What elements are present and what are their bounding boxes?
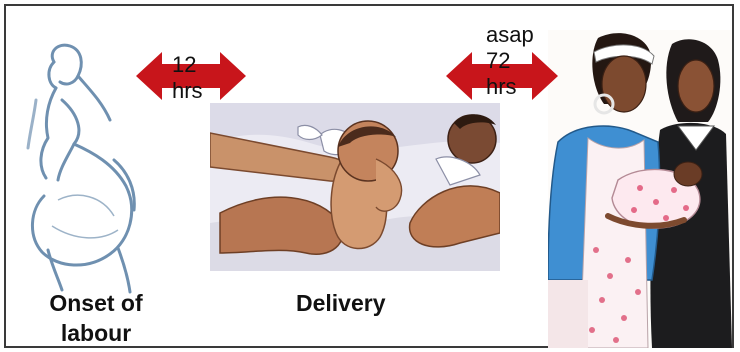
onset-of-labour-label: Onset of labour (36, 288, 156, 348)
delivery-illustration (210, 103, 500, 271)
first-interval-value: 12 (172, 52, 203, 78)
first-interval-unit: hrs (172, 78, 203, 104)
first-interval-label: 12 hrs (172, 52, 203, 104)
mothers-with-baby-illustration (548, 30, 732, 348)
delivery-label: Delivery (296, 288, 386, 318)
second-interval-unit: hrs (486, 74, 534, 100)
second-interval-value: 72 (486, 48, 534, 74)
second-interval-label: asap 72 hrs (486, 22, 534, 100)
second-interval-qualifier: asap (486, 22, 534, 48)
onset-line-1: Onset of (36, 288, 156, 318)
onset-line-2: labour (36, 318, 156, 348)
